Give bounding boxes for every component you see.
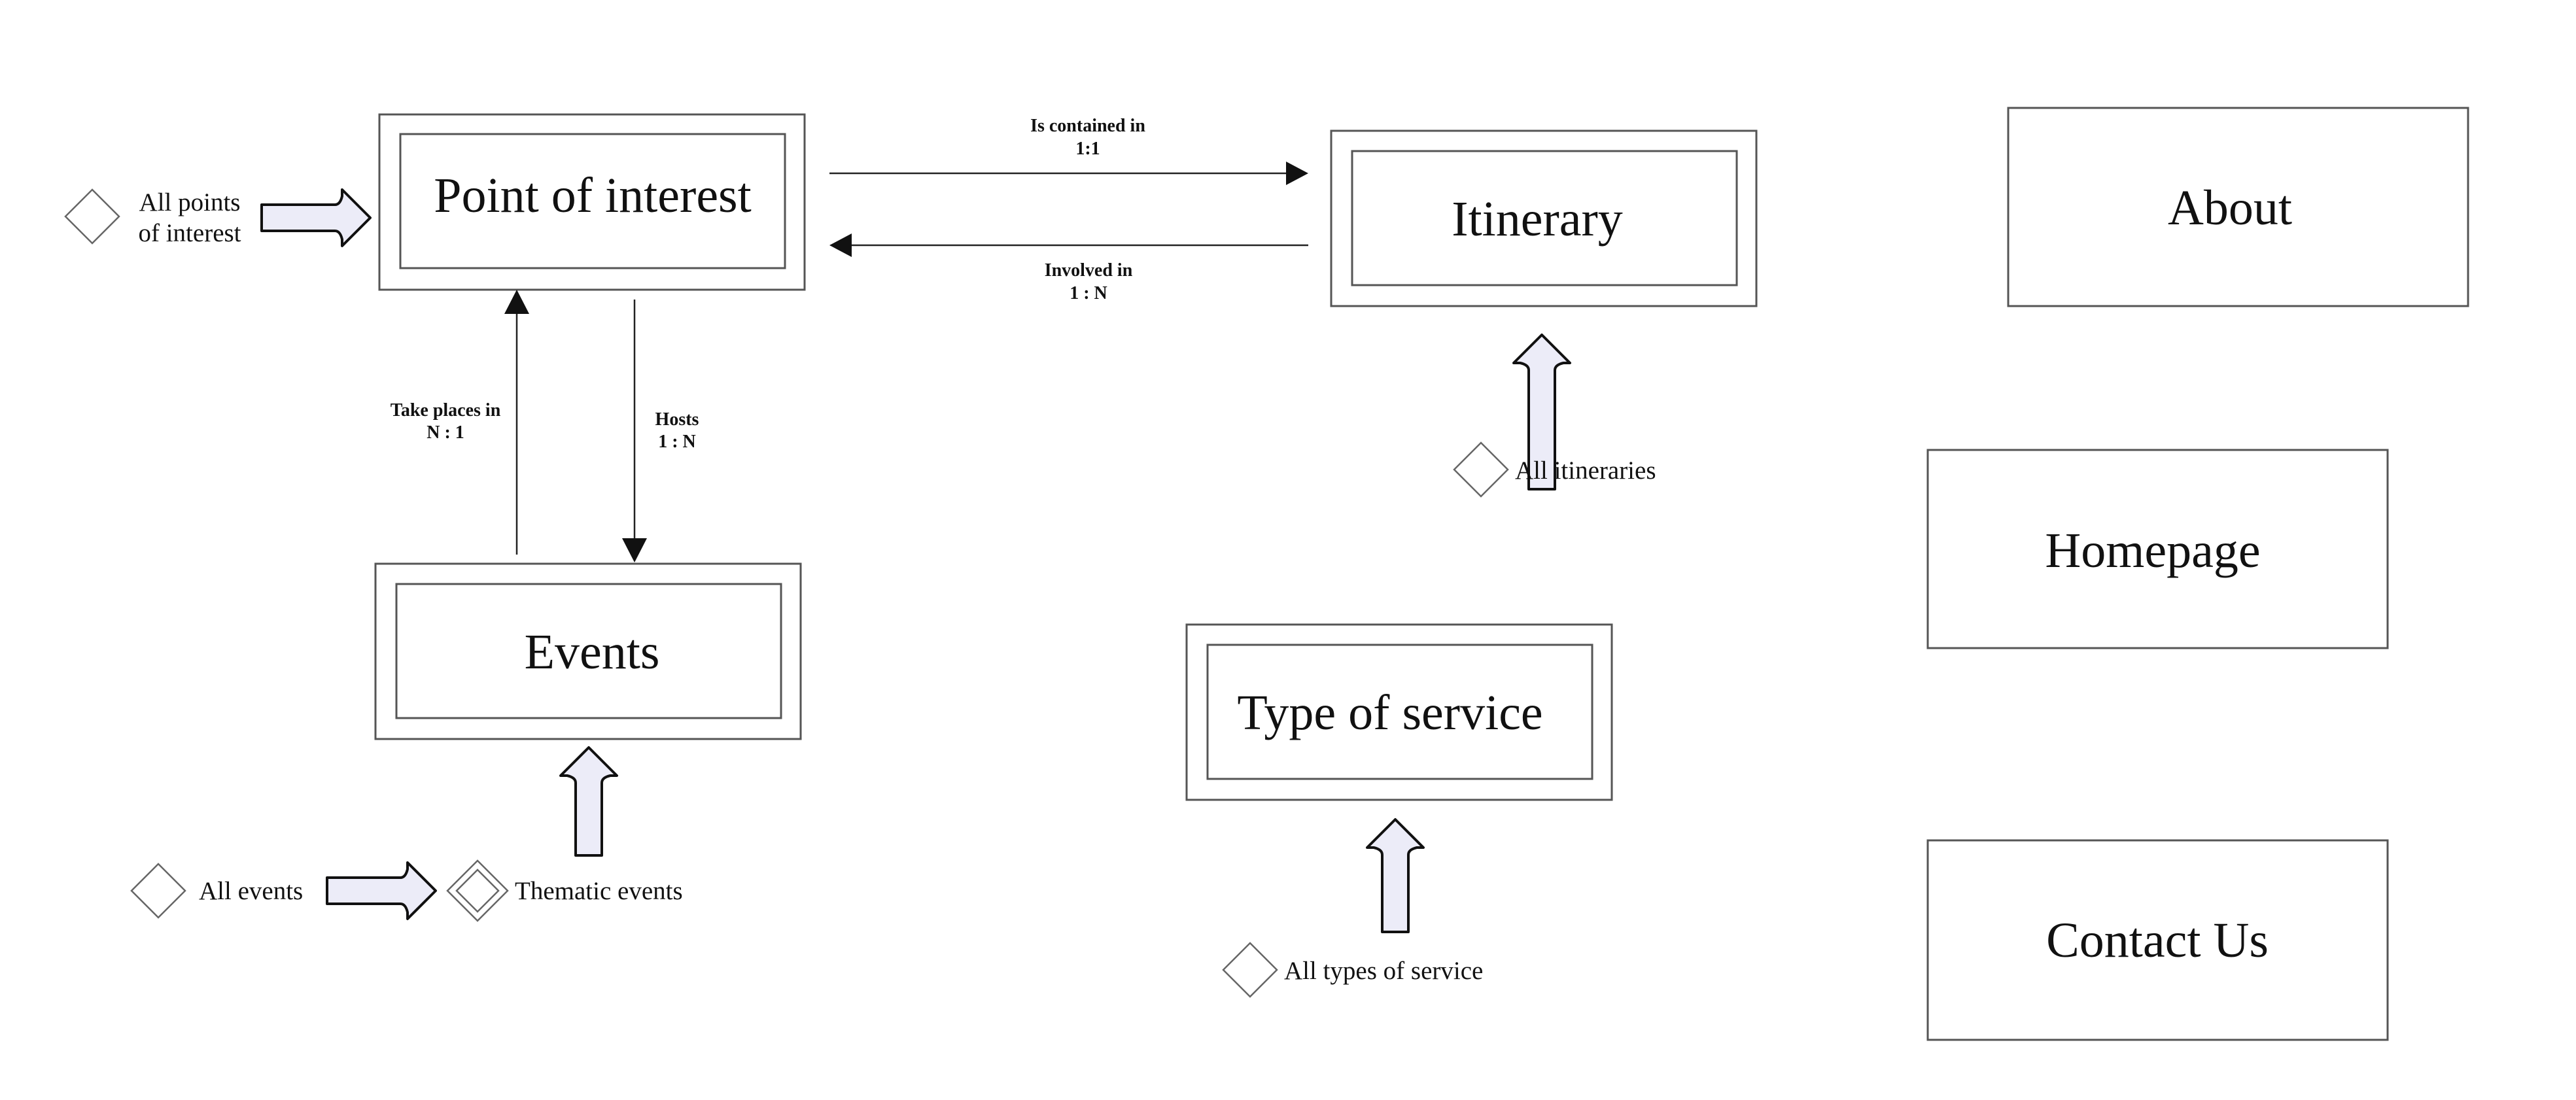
entity-label: Type of service	[1237, 685, 1542, 740]
landmark-diamond-icon	[130, 863, 186, 919]
relation-label: Is contained in	[1030, 116, 1145, 136]
relation-cardinality: 1 : N	[658, 432, 696, 452]
flow-arrow-up-icon	[1366, 818, 1425, 933]
relation-cardinality: N : 1	[426, 422, 464, 443]
relation-take-places-in: Take places in N : 1	[391, 290, 529, 555]
entity-events[interactable]: Events	[374, 562, 802, 740]
page-box	[2007, 107, 2469, 307]
relation-label: Involved in	[1045, 260, 1133, 281]
relation-label: Hosts	[655, 409, 699, 430]
flow-events-up	[559, 746, 618, 857]
page-label: About	[2168, 180, 2292, 235]
page-label: Homepage	[2045, 523, 2260, 578]
entity-label: Itinerary	[1452, 192, 1623, 247]
relation-involved-in: Involved in 1 : N	[829, 233, 1308, 303]
arrow-head-down	[622, 538, 647, 562]
landmark-diamond-icon	[64, 188, 120, 245]
relation-cardinality: 1 : N	[1070, 283, 1107, 303]
entity-label: Point of interest	[434, 168, 752, 223]
flow-arrow-up-icon	[559, 746, 618, 857]
arrow-head-up	[504, 290, 529, 314]
landmark-diamond-icon	[1222, 942, 1278, 998]
relation-label: Take places in	[391, 400, 501, 421]
entity-inner-box	[1206, 644, 1593, 780]
landmark-label-line2: of interest	[138, 219, 241, 247]
arrow-head-left	[829, 233, 852, 257]
relation-hosts: Hosts 1 : N	[622, 300, 699, 562]
thematic-diamond-inner-icon	[455, 868, 500, 913]
thematic-events[interactable]: Thematic events	[446, 859, 683, 922]
entity-type-of-service[interactable]: Type of service	[1185, 623, 1613, 801]
relation-is-contained-in: Is contained in 1:1	[829, 116, 1308, 185]
landmark-all-itineraries[interactable]: All itineraries	[1453, 334, 1656, 498]
landmark-all-events[interactable]: All events	[130, 861, 437, 920]
page-about[interactable]: About	[2007, 107, 2469, 307]
page-label: Contact Us	[2046, 913, 2269, 968]
relation-cardinality: 1:1	[1075, 139, 1100, 159]
landmark-all-points-of-interest[interactable]: All points of interest	[64, 188, 372, 247]
page-box	[1926, 839, 2389, 1041]
entity-inner-box	[1351, 150, 1738, 286]
flow-arrow-up-icon	[1512, 334, 1571, 490]
landmark-label: All types of service	[1284, 957, 1483, 985]
arrow-head-right	[1286, 162, 1308, 185]
landmark-label: All itineraries	[1515, 456, 1656, 485]
landmark-diamond-icon	[1453, 441, 1509, 498]
page-homepage[interactable]: Homepage	[1926, 449, 2389, 649]
landmark-all-types-of-service[interactable]: All types of service	[1222, 818, 1483, 998]
page-contact-us[interactable]: Contact Us	[1926, 839, 2389, 1041]
landmark-label-line1: All points	[139, 188, 241, 216]
thematic-events-label: Thematic events	[515, 877, 683, 905]
entity-itinerary[interactable]: Itinerary	[1330, 129, 1758, 307]
entity-point-of-interest[interactable]: Point of interest	[378, 113, 806, 291]
page-box	[1926, 449, 2389, 649]
flow-arrow-right-icon	[326, 861, 437, 920]
entity-inner-box	[395, 583, 782, 719]
entity-label: Events	[525, 625, 660, 679]
flow-arrow-right-icon	[260, 188, 372, 247]
landmark-label: All events	[199, 877, 303, 905]
entity-inner-box	[399, 133, 786, 269]
